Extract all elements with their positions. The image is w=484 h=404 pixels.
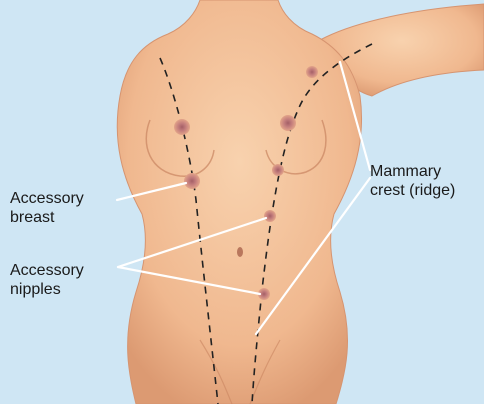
left-nipple <box>174 119 190 135</box>
torso-body <box>117 0 361 404</box>
navel <box>237 247 243 257</box>
accessory-breast-label: Accessory breast <box>10 189 84 227</box>
accessory-nipples-label: Accessory nipples <box>10 261 84 299</box>
mammary-crest-label: Mammary crest (ridge) <box>370 162 455 200</box>
accessory-nipple-middle <box>264 210 276 222</box>
accessory-nipple-axilla <box>306 66 318 78</box>
accessory-breast-marker <box>184 173 200 189</box>
accessory-nipple-upper <box>272 164 284 176</box>
right-nipple <box>280 115 296 131</box>
